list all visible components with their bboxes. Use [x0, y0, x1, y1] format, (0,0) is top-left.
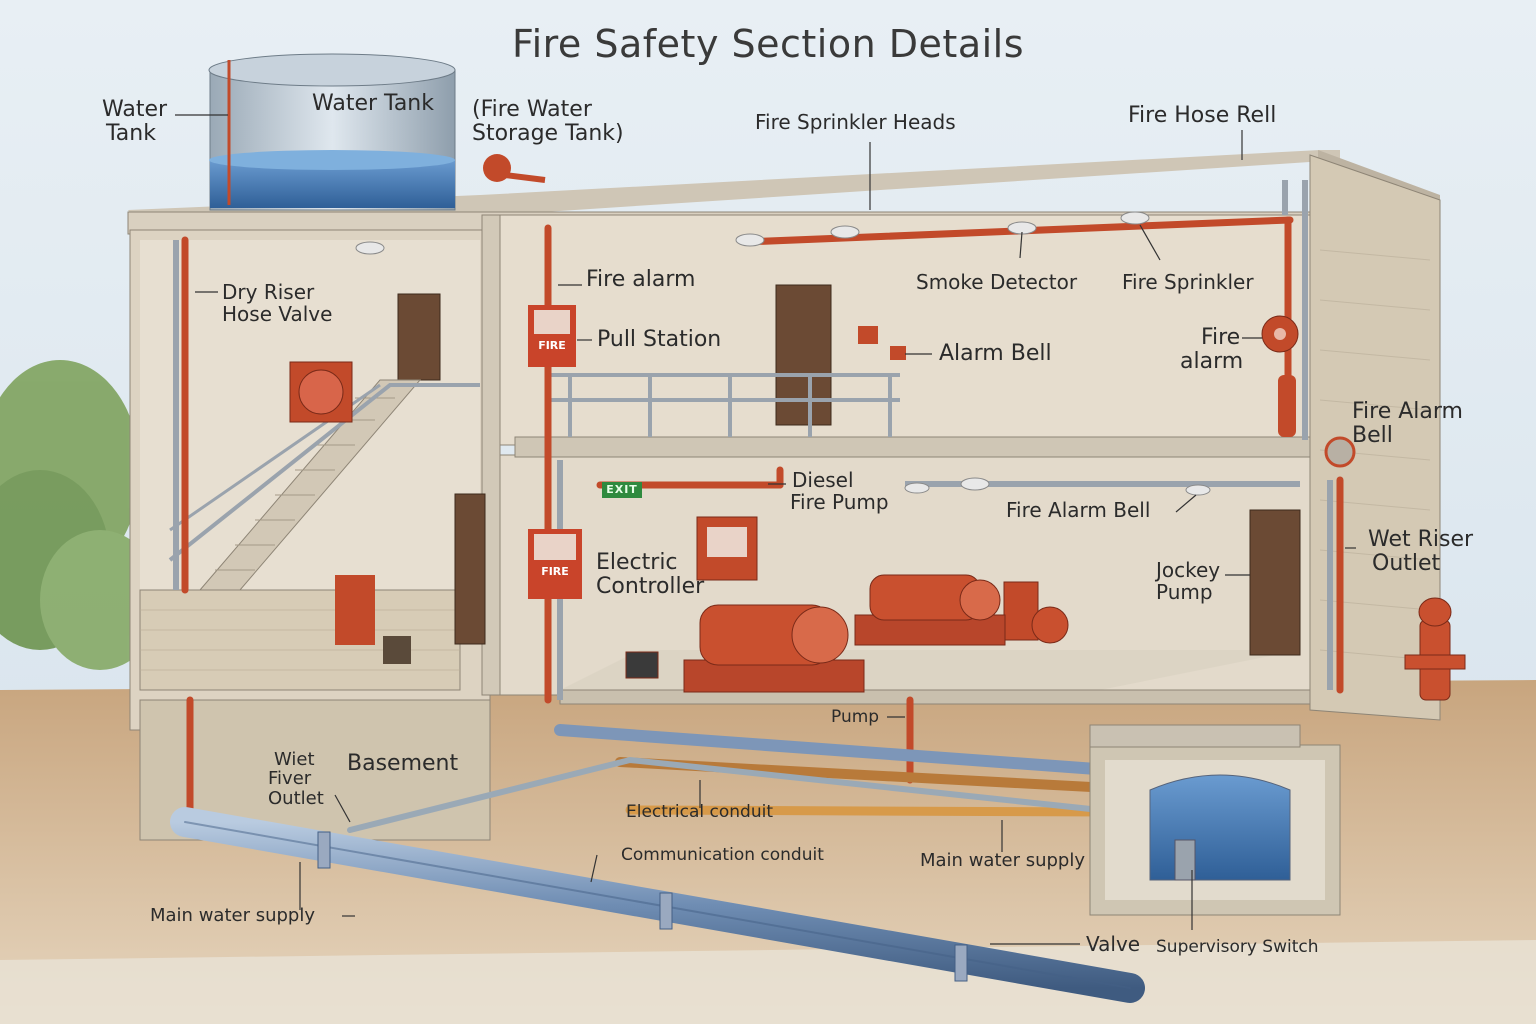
building-walls — [129, 154, 1441, 841]
underground-pipes — [170, 724, 1145, 1003]
pipe-couplings — [317, 831, 968, 982]
label-line: Wet Riser — [1368, 527, 1474, 552]
underground-tank — [1089, 724, 1341, 916]
trees — [0, 360, 160, 670]
label-pump: Pump — [831, 707, 880, 727]
label-sprinkler-heads: Fire Sprinkler Heads — [755, 110, 956, 134]
label-line: Electric — [596, 550, 678, 575]
label-line: Outlet — [1372, 550, 1441, 576]
label-line: Diesel — [792, 468, 854, 492]
label-line: (Fire Water — [472, 97, 592, 122]
label-basement: Basement — [347, 751, 459, 776]
leader-lines — [175, 114, 1356, 945]
label-line: Fire Alarm — [1352, 399, 1463, 424]
label-water-tank: Water Tank — [312, 91, 434, 116]
exit-sign: EXIT — [602, 482, 642, 498]
label-line: Fire Pump — [790, 489, 889, 514]
label-line: Fire — [1200, 325, 1241, 350]
label-fire-water-storage: (Fire Water Storage Tank) — [472, 98, 624, 146]
left-equipment — [289, 361, 411, 664]
label-supervisory-switch: Supervisory Switch — [1156, 937, 1319, 957]
label-main-water-supply-right: Main water supply — [920, 850, 1085, 871]
label-line: Outlet — [268, 787, 324, 809]
sign-text: FIRE — [541, 565, 569, 578]
roof-water-tank — [208, 53, 456, 211]
label-jockey-pump: Jockey Pump — [1156, 558, 1221, 604]
label-fire-alarm-bell-mid: Fire Alarm Bell — [1006, 498, 1151, 522]
label-fire-alarm-right: Fire alarm — [1180, 326, 1243, 374]
upper-railing — [545, 373, 900, 437]
label-dry-riser: Dry Riser Hose Valve — [222, 280, 333, 326]
sign-text: FIRE — [538, 339, 566, 352]
label-fire-sprinkler: Fire Sprinkler — [1122, 270, 1254, 294]
panel-window — [534, 534, 576, 560]
fire-pull-station-upper: FIRE — [528, 305, 576, 367]
label-main-water-supply-left: Main water supply — [150, 905, 315, 926]
alarm-devices — [483, 154, 1356, 468]
label-electric-controller: Electric Controller — [596, 551, 704, 599]
label-wiet-fiver-outlet: Wiet Fiver Outlet — [268, 749, 324, 809]
label-line: Wiet — [274, 749, 315, 770]
label-valve: Valve — [1086, 932, 1141, 956]
label-line: Fiver — [268, 768, 312, 790]
page-title: Fire Safety Section Details — [511, 22, 1025, 66]
fire-pull-station-lower: FIRE — [528, 529, 582, 599]
label-line: Storage Tank) — [472, 120, 624, 146]
label-line: Pump — [1156, 579, 1213, 604]
label-communication-conduit: Communication conduit — [621, 845, 824, 865]
label-smoke-detector: Smoke Detector — [916, 270, 1078, 294]
label-line: Jockey — [1156, 558, 1221, 582]
fire-hydrant — [1404, 597, 1466, 701]
pumps — [625, 574, 1069, 693]
label-line: alarm — [1180, 348, 1244, 374]
label-hose-reel: Fire Hose Rell — [1128, 103, 1277, 128]
label-water-tank-left: Water Tank — [102, 98, 167, 146]
label-line: Water — [102, 97, 168, 122]
label-alarm-bell: Alarm Bell — [939, 341, 1052, 366]
sprinkler-heads — [355, 211, 1211, 496]
label-pull-station: Pull Station — [597, 327, 722, 352]
label-line: Controller — [596, 573, 705, 599]
label-line: Tank — [106, 120, 156, 146]
label-electrical-conduit: Electrical conduit — [626, 802, 774, 822]
label-wet-riser-outlet: Wet Riser Outlet — [1368, 528, 1473, 576]
label-line: Hose Valve — [222, 301, 333, 326]
control-panels — [696, 516, 1039, 641]
label-line: Dry Riser — [222, 280, 315, 304]
label-fire-alarm: Fire alarm — [586, 267, 696, 292]
label-diesel-fire-pump: Diesel Fire Pump — [790, 468, 889, 514]
panel-window — [534, 310, 570, 334]
label-fire-alarm-bell-right: Fire Alarm Bell — [1352, 400, 1463, 448]
label-line: Bell — [1352, 422, 1393, 448]
